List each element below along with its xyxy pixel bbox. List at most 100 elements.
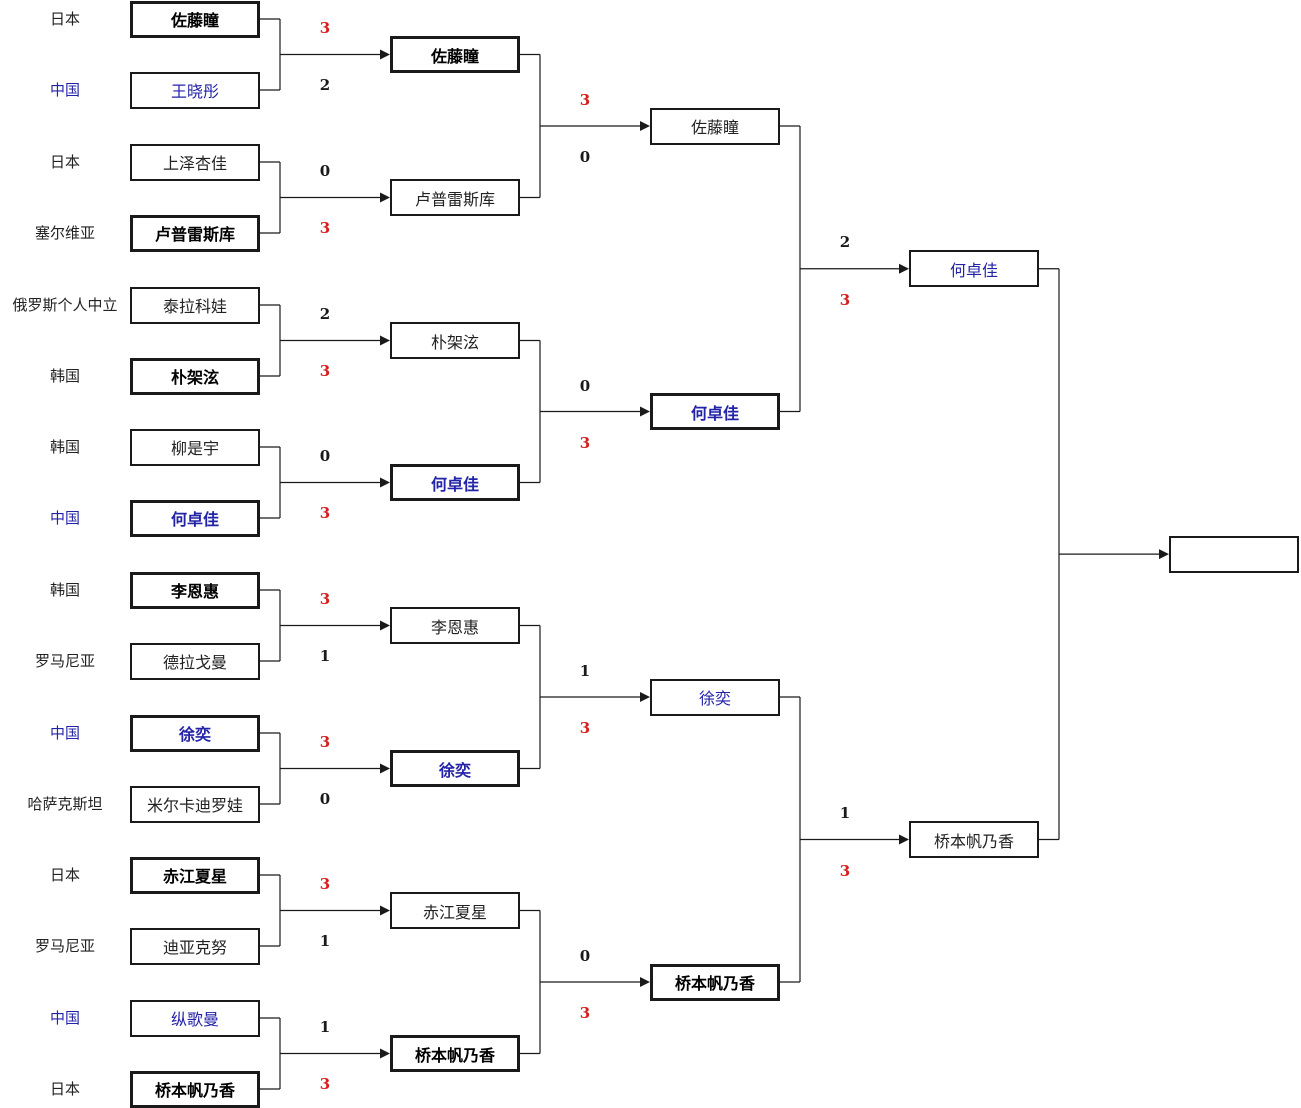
country-label: 日本 bbox=[49, 866, 80, 884]
round1-score: 3 bbox=[319, 1074, 331, 1093]
round1-score: 0 bbox=[319, 446, 331, 465]
round2-connector-arrow-icon bbox=[640, 692, 650, 702]
round2-score: 3 bbox=[579, 91, 591, 109]
round2-score: 0 bbox=[579, 148, 591, 166]
player-name: 卢普雷斯库 bbox=[154, 225, 235, 244]
player-name: 徐奕 bbox=[698, 689, 731, 708]
round1-score: 1 bbox=[319, 1017, 331, 1036]
country-label: 韩国 bbox=[49, 367, 80, 385]
round1-connector-arrow-icon bbox=[380, 763, 390, 774]
round3-score: 3 bbox=[839, 861, 851, 880]
round2-player-box: 卢普雷斯库 bbox=[390, 179, 520, 216]
player-name: 卢普雷斯库 bbox=[414, 189, 495, 209]
round3-score: 2 bbox=[839, 232, 851, 251]
round3-player-box: 桥本帆乃香 bbox=[650, 963, 780, 1001]
player-name: 何卓佳 bbox=[430, 474, 479, 494]
player-name: 米尔卡迪罗娃 bbox=[146, 796, 243, 815]
round1-connector-arrow-icon bbox=[380, 335, 390, 346]
round1-score: 0 bbox=[319, 161, 331, 180]
round2-connector-arrow-icon bbox=[640, 121, 650, 131]
round3-score: 3 bbox=[839, 290, 851, 309]
player-name: 何卓佳 bbox=[690, 403, 739, 423]
round1-score: 3 bbox=[319, 218, 331, 237]
round1-score: 3 bbox=[319, 503, 331, 522]
player-name: 李恩惠 bbox=[430, 617, 479, 637]
round2-connector-arrow-icon bbox=[640, 406, 650, 417]
round1-score: 2 bbox=[319, 304, 331, 323]
round3-player-box: 何卓佳 bbox=[650, 393, 780, 430]
round2-player-box: 李恩惠 bbox=[390, 607, 520, 644]
round4-player-box: 桥本帆乃香 bbox=[909, 821, 1039, 858]
round1-score: 1 bbox=[319, 646, 331, 665]
player-name: 赤江夏星 bbox=[422, 902, 487, 922]
country-label: 日本 bbox=[49, 1080, 80, 1098]
round1-player-box: 泰拉科娃 bbox=[130, 286, 260, 324]
round2-score: 3 bbox=[579, 433, 591, 452]
player-name: 何卓佳 bbox=[949, 260, 998, 280]
round1-score: 0 bbox=[319, 789, 331, 808]
player-name: 桥本帆乃香 bbox=[674, 974, 755, 993]
country-label: 韩国 bbox=[49, 438, 80, 456]
round2-score: 3 bbox=[579, 719, 591, 737]
player-name: 李恩惠 bbox=[170, 582, 219, 601]
round1-connector-arrow-icon bbox=[380, 620, 390, 631]
country-label: 哈萨克斯坦 bbox=[27, 795, 103, 813]
country-label: 塞尔维亚 bbox=[34, 224, 95, 242]
country-label: 韩国 bbox=[49, 581, 80, 599]
player-name: 何卓佳 bbox=[170, 510, 219, 529]
round3-connector-arrow-icon bbox=[899, 263, 909, 274]
champion-box bbox=[1169, 535, 1299, 573]
round2-player-box: 何卓佳 bbox=[390, 464, 520, 501]
player-name: 柳是宇 bbox=[170, 439, 219, 458]
round2-player-box: 桥本帆乃香 bbox=[390, 1035, 520, 1072]
round3-connector-arrow-icon bbox=[899, 834, 909, 845]
country-label: 罗马尼亚 bbox=[34, 937, 95, 955]
round1-player-box: 佐藤瞳 bbox=[130, 0, 260, 38]
round1-score: 3 bbox=[319, 732, 331, 751]
country-label: 日本 bbox=[49, 153, 80, 171]
round3-score: 1 bbox=[839, 803, 851, 822]
round1-player-box: 赤江夏星 bbox=[130, 856, 260, 894]
player-name: 德拉戈曼 bbox=[162, 653, 227, 672]
round1-player-box: 柳是宇 bbox=[130, 428, 260, 466]
player-name: 桥本帆乃香 bbox=[414, 1045, 495, 1065]
player-name: 迪亚克努 bbox=[162, 938, 227, 957]
player-name: 王晓彤 bbox=[170, 82, 219, 101]
player-name: 朴架泫 bbox=[430, 332, 479, 352]
round1-connector-arrow-icon bbox=[380, 49, 390, 60]
player-name: 徐奕 bbox=[178, 725, 211, 744]
country-label: 中国 bbox=[49, 724, 80, 742]
player-name: 朴架泫 bbox=[170, 368, 219, 387]
country-label: 俄罗斯个人中立 bbox=[12, 296, 118, 314]
round1-score: 3 bbox=[319, 874, 331, 893]
player-name: 佐藤瞳 bbox=[430, 46, 479, 66]
round1-player-box: 李恩惠 bbox=[130, 571, 260, 609]
round1-connector-arrow-icon bbox=[380, 477, 390, 488]
country-label: 日本 bbox=[49, 10, 80, 28]
player-name: 佐藤瞳 bbox=[170, 11, 219, 30]
round1-player-box: 德拉戈曼 bbox=[130, 642, 260, 680]
round1-connector-arrow-icon bbox=[380, 905, 390, 916]
round1-score: 1 bbox=[319, 931, 331, 950]
player-name: 纵歌曼 bbox=[170, 1010, 219, 1029]
country-label: 中国 bbox=[49, 509, 80, 527]
round3-player-box: 徐奕 bbox=[650, 678, 780, 716]
player-name: 赤江夏星 bbox=[162, 867, 227, 886]
round1-score: 3 bbox=[319, 18, 331, 37]
player-name: 上泽杏佳 bbox=[162, 154, 227, 173]
round2-player-box: 赤江夏星 bbox=[390, 892, 520, 929]
round1-score: 2 bbox=[319, 75, 331, 94]
round2-score: 0 bbox=[579, 947, 591, 965]
final-connector-arrow-icon bbox=[1159, 549, 1169, 560]
round3-player-box: 佐藤瞳 bbox=[650, 107, 780, 145]
round1-player-box: 徐奕 bbox=[130, 714, 260, 752]
round1-connector-arrow-icon bbox=[380, 1048, 390, 1059]
country-label: 中国 bbox=[49, 1009, 80, 1027]
round1-score: 3 bbox=[319, 361, 331, 380]
player-name: 桥本帆乃香 bbox=[933, 831, 1014, 851]
player-name: 佐藤瞳 bbox=[690, 118, 739, 137]
round2-score: 0 bbox=[579, 376, 591, 395]
round2-connector-arrow-icon bbox=[640, 977, 650, 987]
